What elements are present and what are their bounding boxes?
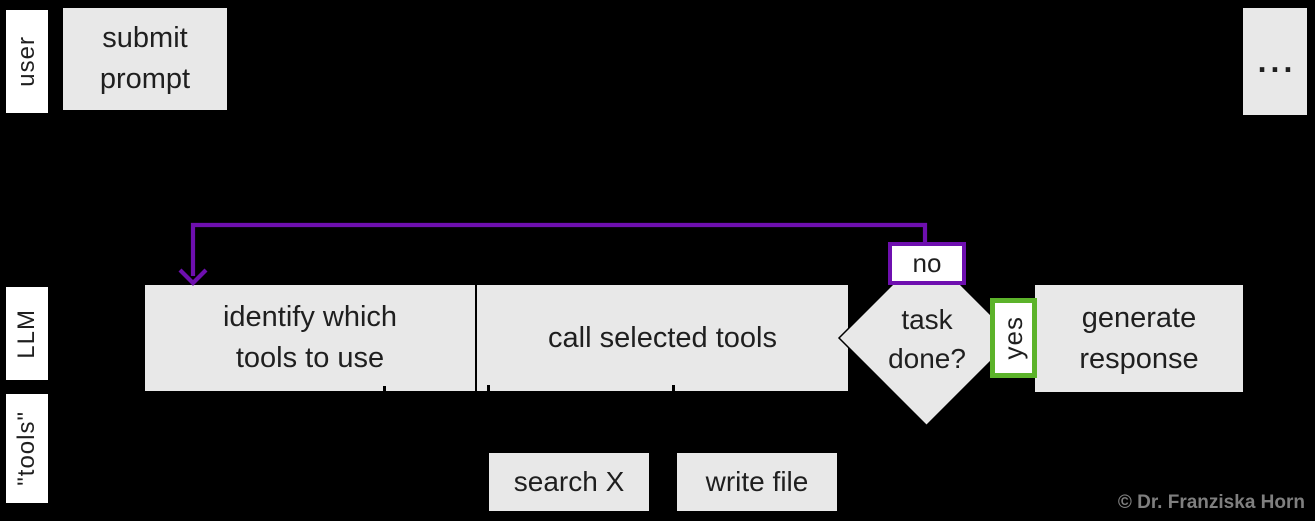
node-call-selected-tools: call selected tools: [477, 285, 848, 391]
lane-label-user: user: [6, 10, 48, 113]
lane-label-user-text: user: [13, 36, 40, 87]
node-tool-write-file: write file: [677, 453, 837, 511]
lane-label-llm: LLM: [6, 287, 48, 380]
branch-label-yes-text: yes: [998, 316, 1028, 360]
lane-label-tools: "tools": [6, 394, 48, 503]
no-loopback-arrow: [178, 222, 928, 286]
connector-stub: [383, 386, 386, 393]
no-loopback-arrow-line: [190, 222, 928, 276]
decision-diamond: [837, 249, 1016, 427]
node-identify-tools: identify which tools to use: [145, 285, 475, 391]
lane-label-tools-text: "tools": [13, 411, 40, 486]
no-loopback-arrowhead-icon: [178, 268, 208, 286]
copyright-text: © Dr. Franziska Horn: [1117, 492, 1305, 513]
lane-label-llm-text: LLM: [13, 308, 40, 359]
connector-stub: [672, 385, 675, 393]
decision-diamond-shape: [837, 249, 1016, 427]
node-submit-prompt: submit prompt: [63, 8, 227, 110]
node-continuation-ellipsis: ...: [1243, 8, 1307, 115]
connector-stub: [487, 385, 490, 393]
node-generate-response: generate response: [1035, 285, 1243, 392]
branch-label-yes: yes: [990, 298, 1037, 378]
decision-label-task-done: task done?: [888, 304, 966, 374]
branch-label-no: no: [888, 242, 966, 285]
node-tool-search-x: search X: [489, 453, 649, 511]
